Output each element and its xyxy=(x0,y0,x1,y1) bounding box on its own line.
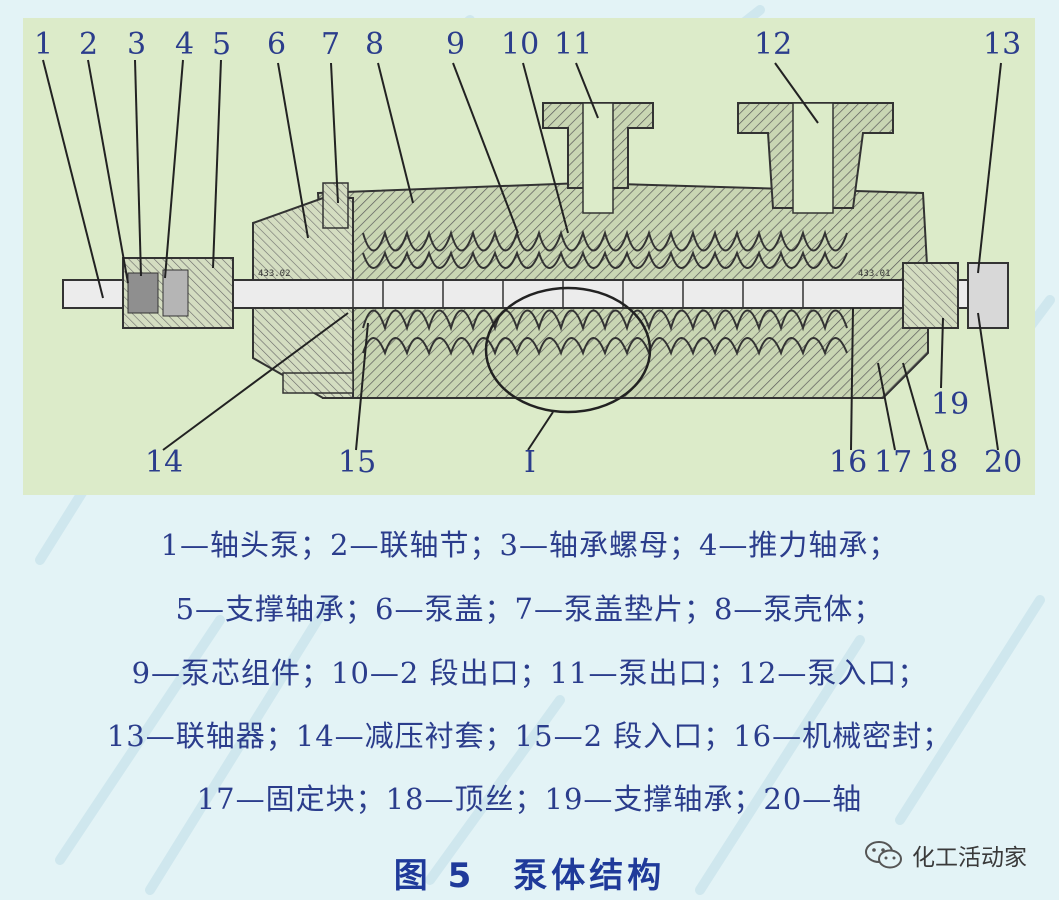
part-label-15: 15 xyxy=(338,445,377,480)
impeller-stages-lower xyxy=(362,309,848,356)
impeller-stages-upper xyxy=(362,229,848,269)
part-label-7: 7 xyxy=(321,27,341,62)
part-label-19: 19 xyxy=(931,387,970,422)
part-label-12: 12 xyxy=(754,27,793,62)
part-label-9: 9 xyxy=(446,27,466,62)
part-label-17: 17 xyxy=(874,445,913,480)
legend-line-3: 9—泵芯组件；10—2 段出口；11—泵出口；12—泵入口； xyxy=(131,656,928,690)
brand-watermark: 化工活动家 xyxy=(864,838,1027,872)
plate-label-right: 433.01 xyxy=(858,269,891,279)
leader-lines xyxy=(42,59,1002,451)
coupling xyxy=(967,262,1009,329)
part-label-18: 18 xyxy=(920,445,959,480)
pump-cross-section-drawing: 433.02 433.01 xyxy=(23,18,1035,495)
part-label-20: 20 xyxy=(984,445,1023,480)
part-label-13: 13 xyxy=(983,27,1022,62)
legend-line-2: 5—支撑轴承；6—泵盖；7—泵盖垫片；8—泵壳体； xyxy=(175,592,884,626)
part-label-5: 5 xyxy=(212,27,232,62)
part-label-10: 10 xyxy=(501,27,540,62)
part-label-8: 8 xyxy=(365,27,385,62)
part-label-3: 3 xyxy=(127,27,147,62)
pump-section-svg: 433.02 433.01 xyxy=(42,59,1009,451)
figure-caption: 图 5 泵体结构 xyxy=(393,856,666,896)
legend-line-5: 17—固定块；18—顶丝；19—支撑轴承；20—轴 xyxy=(196,782,863,816)
detail-label-i: I xyxy=(524,445,536,480)
legend-line-1: 1—轴头泵；2—联轴节；3—轴承螺母；4—推力轴承； xyxy=(160,528,899,562)
part-label-14: 14 xyxy=(145,445,184,480)
right-bearing-housing xyxy=(902,262,959,329)
brand-name: 化工活动家 xyxy=(912,845,1027,871)
legend-line-4: 13—联轴器；14—减压衬套；15—2 段入口；16—机械密封； xyxy=(106,719,953,753)
part-label-16: 16 xyxy=(829,445,868,480)
plate-label-left: 433.02 xyxy=(258,269,291,279)
wechat-icon xyxy=(865,841,902,869)
detail-circle xyxy=(484,286,652,414)
part-label-11: 11 xyxy=(554,27,593,62)
part-label-6: 6 xyxy=(267,27,287,62)
part-label-2: 2 xyxy=(79,27,99,62)
part-label-1: 1 xyxy=(34,27,54,62)
part-label-4: 4 xyxy=(175,27,195,62)
